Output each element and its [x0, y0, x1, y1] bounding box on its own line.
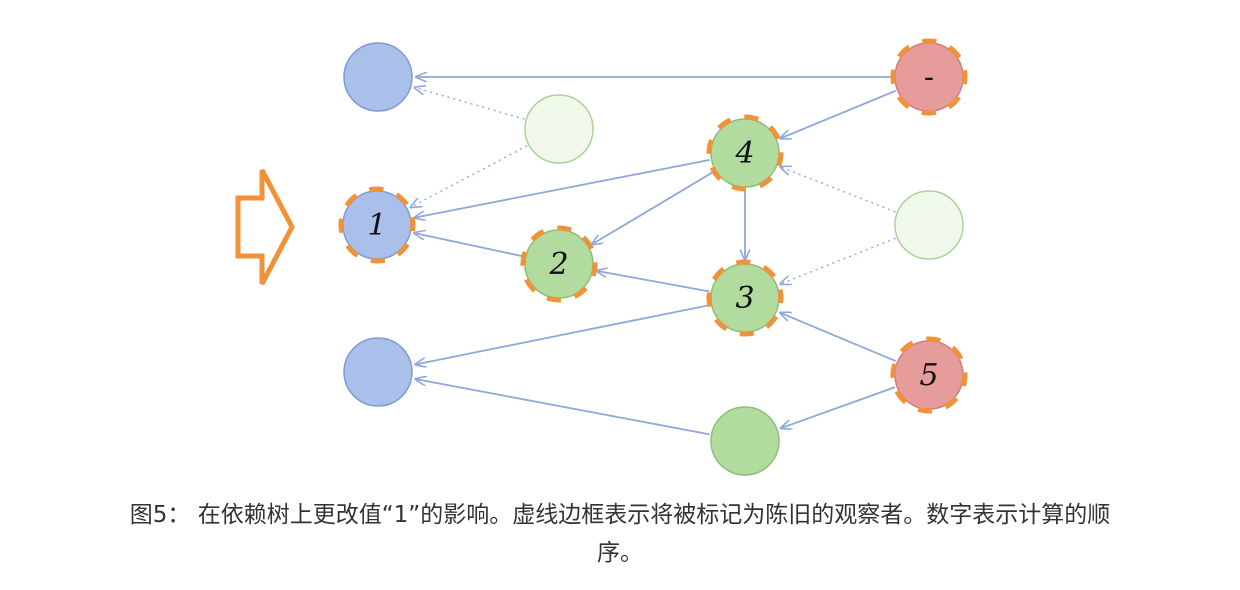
- stale-dashed-border: [338, 186, 416, 264]
- node-node-5: 5: [890, 336, 968, 414]
- node-circle: [524, 94, 594, 164]
- figure-caption: 图5： 在依赖树上更改值“1”的影响。虚线边框表示将被标记为陈旧的观察者。数字表…: [0, 496, 1240, 572]
- edge-top-right-red-to-node-4: [780, 89, 897, 139]
- edge-node-3-to-bottom-left-blue: [415, 304, 710, 364]
- node-top-left-blue: [343, 42, 413, 112]
- node-circle: [710, 406, 780, 476]
- node-circle: [894, 190, 964, 260]
- node-right-light-green: [894, 190, 964, 260]
- node-label: 4: [734, 136, 754, 171]
- edge-right-light-green-to-node-3: [780, 237, 896, 284]
- node-node-4: 4: [706, 114, 784, 192]
- node-label: 1: [367, 208, 386, 243]
- node-node-2: 2: [520, 225, 598, 303]
- node-bottom-left-blue: [343, 337, 413, 407]
- edge-node-5-to-bottom-green: [781, 386, 896, 428]
- node-node-1: 1: [338, 186, 416, 264]
- stale-dashed-border: [706, 114, 784, 192]
- caption-line-1: 图5： 在依赖树上更改值“1”的影响。虚线边框表示将被标记为陈旧的观察者。数字表…: [129, 502, 1111, 528]
- node-upper-light-green: [524, 94, 594, 164]
- edge-node-2-to-node-1: [414, 233, 524, 258]
- node-bottom-green: [710, 406, 780, 476]
- stale-dashed-border: [520, 225, 598, 303]
- nodes-layer: - 4 1 2 3 5: [338, 38, 968, 476]
- node-node-3: 3: [706, 259, 784, 337]
- stale-dashed-border: [706, 259, 784, 337]
- node-label: 2: [548, 247, 568, 282]
- node-circle: [343, 337, 413, 407]
- edge-right-light-green-to-node-4: [780, 167, 896, 213]
- edge-upper-light-green-to-node-1: [411, 145, 528, 207]
- caption-line-2: 序。: [597, 540, 643, 566]
- edge-bottom-green-to-bottom-left-blue: [415, 379, 710, 436]
- node-label: -: [924, 60, 934, 95]
- edge-node-3-to-node-2: [596, 271, 710, 293]
- edges-layer: [411, 77, 897, 436]
- change-pointer-arrow-icon: [235, 168, 295, 286]
- edge-node-5-to-node-3: [780, 313, 897, 362]
- dependency-tree-diagram: - 4 1 2 3 5: [235, 38, 968, 476]
- stale-dashed-border: [890, 38, 968, 116]
- node-top-right-red: -: [890, 38, 968, 116]
- node-label: 5: [919, 358, 938, 393]
- node-label: 3: [735, 281, 754, 316]
- edge-node-4-to-node-1: [414, 159, 710, 218]
- edge-upper-light-green-to-top-left-blue: [415, 87, 525, 120]
- node-circle: [343, 42, 413, 112]
- stale-dashed-border: [890, 336, 968, 414]
- edge-node-4-to-node-2: [592, 170, 715, 244]
